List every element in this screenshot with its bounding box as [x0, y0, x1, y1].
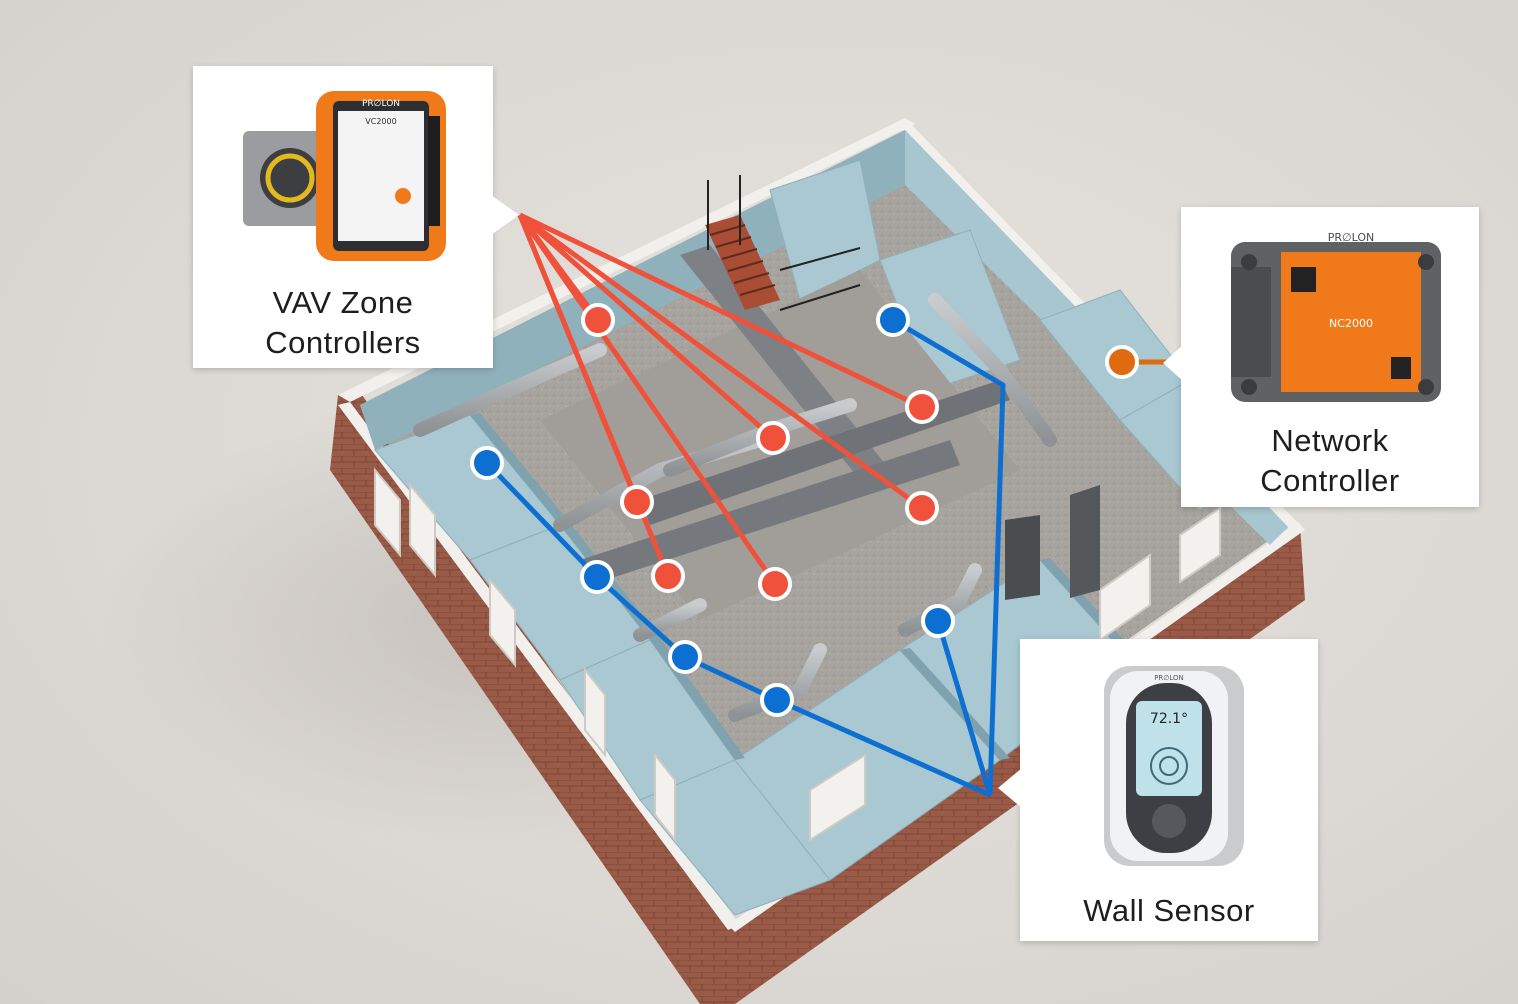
equipment-box — [1005, 515, 1040, 600]
sensor-link-3 — [935, 620, 993, 796]
sensor-link-2 — [891, 317, 1006, 796]
vav-model-text: VC2000 — [365, 117, 396, 126]
staircase — [705, 175, 861, 311]
windows-left — [374, 467, 676, 843]
sensor-node-3 — [580, 560, 614, 594]
sensor-node-4 — [921, 604, 955, 638]
network-node-1 — [1105, 345, 1139, 379]
wall-sensor-image: 72.1° PR∅LON — [1104, 666, 1244, 866]
sensor-node-2 — [470, 446, 504, 480]
vav-node-5 — [905, 491, 939, 525]
sensor-node-1 — [876, 303, 910, 337]
equipment-box-2 — [1070, 485, 1100, 598]
vav-link-2 — [518, 212, 924, 410]
network-controller-callout: PR∅LON NC2000 Network Controller — [1181, 207, 1479, 507]
vav-node-1 — [581, 303, 615, 337]
nodes-layer — [470, 303, 1139, 717]
vav-node-3 — [756, 421, 790, 455]
sensor-label: Wall Sensor — [1083, 893, 1255, 928]
sensor-callout-pointer — [998, 768, 1022, 808]
network-controller-image: PR∅LON NC2000 — [1231, 231, 1441, 402]
sensor-brand-text: PR∅LON — [1154, 674, 1184, 682]
windows-front — [809, 506, 1221, 842]
vav-callout-pointer — [491, 195, 519, 235]
vav-node-2 — [905, 390, 939, 424]
wall-sensor-callout: 72.1° PR∅LON Wall Sensor — [1020, 639, 1318, 941]
vav-controller-callout: PR∅LON VC2000 VAV Zone Controllers — [193, 66, 493, 368]
vav-link-7 — [517, 213, 778, 586]
vav-brand-text: PR∅LON — [362, 99, 400, 109]
vav-node-6 — [651, 559, 685, 593]
sensor-node-5 — [668, 640, 702, 674]
network-brand-text: PR∅LON — [1328, 231, 1374, 244]
vav-node-4 — [620, 485, 654, 519]
interior-wall-back-left — [360, 130, 905, 450]
network-label-line1: Network — [1271, 423, 1389, 458]
network-model-text: NC2000 — [1329, 317, 1373, 330]
vav-node-7 — [758, 567, 792, 601]
network-label-line2: Controller — [1260, 463, 1400, 498]
network-callout-pointer — [1163, 345, 1183, 381]
sensor-temperature-text: 72.1° — [1150, 711, 1188, 727]
vav-link-3 — [518, 213, 775, 440]
branch-ducts — [413, 293, 1057, 722]
vav-link-5 — [518, 212, 924, 511]
vav-controller-image: PR∅LON VC2000 — [243, 91, 446, 261]
vav-label-line2: Controllers — [265, 325, 421, 360]
sensor-node-6 — [760, 683, 794, 717]
vav-label-line1: VAV Zone — [272, 285, 414, 320]
